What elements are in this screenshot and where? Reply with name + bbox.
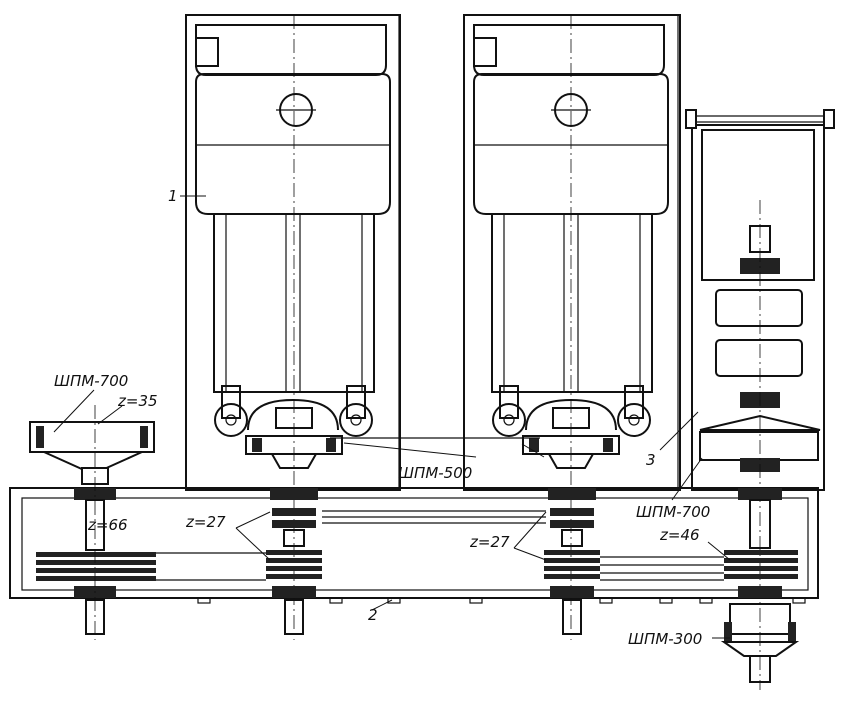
belts	[156, 437, 724, 581]
label-spm300: ШПМ-300	[628, 630, 702, 648]
label-z66: z=66	[87, 516, 128, 534]
machine-1	[185, 14, 401, 640]
label-z27-left: z=27	[185, 513, 226, 531]
label-spm500: ШПМ-500	[398, 464, 472, 482]
label-machine-2: 2	[368, 606, 378, 624]
label-z46: z=46	[659, 526, 700, 544]
label-spm700-left: ШПМ-700	[54, 372, 128, 390]
base-frame-2	[9, 487, 819, 604]
left-spindle	[29, 405, 156, 640]
leader-lines	[53, 195, 731, 639]
machine-3	[685, 109, 835, 690]
label-spm700-right: ШПМ-700	[636, 503, 710, 521]
label-machine-3: 3	[646, 451, 656, 469]
spindle-stack-3	[720, 488, 800, 683]
label-machine-1: 1	[168, 187, 178, 205]
label-z35: z=35	[117, 392, 158, 410]
machine-2	[463, 14, 681, 640]
spindle-stack-2	[544, 488, 600, 635]
spindle-stack-1	[266, 488, 322, 635]
labels: 1 2 3 ШПМ-700 ШПМ-700 ШПМ-500 ШПМ-300 z=…	[54, 187, 710, 648]
label-z27-right: z=27	[469, 533, 510, 551]
